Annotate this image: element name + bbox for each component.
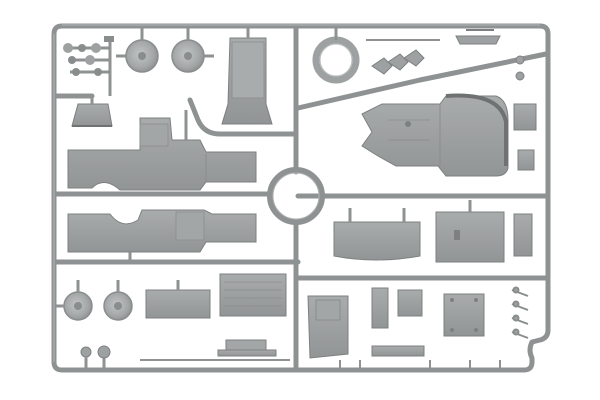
small-knob-pair [80, 345, 111, 370]
small-bracket-parts [371, 287, 425, 357]
grille-plate [219, 273, 287, 317]
body-side-panel-upper [67, 110, 257, 191]
wheel-pair-bottom [56, 280, 133, 321]
box-panel-right [435, 200, 505, 263]
body-side-panel-lower [67, 209, 257, 262]
frame-highlight [53, 24, 540, 362]
small-box-part-left [71, 96, 113, 127]
small-parts-cluster-top-left [63, 36, 114, 96]
wheel-pair-top [116, 28, 214, 73]
engine-block-part [307, 295, 349, 359]
sprue-hub [267, 167, 325, 225]
pin-cluster-right [511, 286, 529, 339]
small-clip-parts [366, 29, 525, 81]
small-bench-part [140, 339, 290, 361]
curved-hood-panel [333, 208, 421, 261]
steering-ring [312, 28, 360, 84]
narrow-part-right [513, 213, 533, 257]
chassis-floor-pan [361, 93, 509, 177]
gate-marks [339, 360, 501, 370]
small-square-part [513, 103, 537, 171]
seat-part-top [221, 28, 273, 125]
radiator-plate [443, 293, 485, 337]
flat-plate-bottom-left [145, 280, 211, 319]
